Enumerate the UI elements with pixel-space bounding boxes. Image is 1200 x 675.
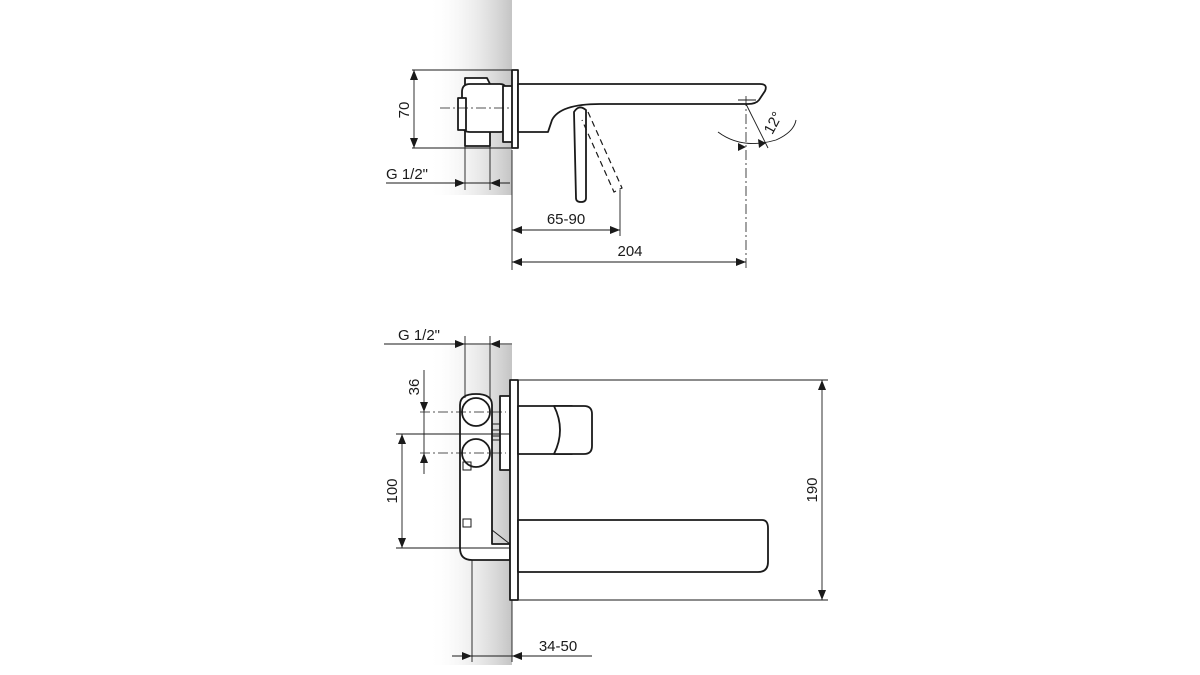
lower-dimension: 100 (384, 433, 510, 549)
reach-dimension: 204 (512, 243, 746, 266)
thread-label-front: G 1/2" (398, 327, 440, 344)
spacing-dimension: 36 (406, 370, 428, 474)
overall-height-dimension: 190 (518, 379, 828, 601)
lower-label: 100 (384, 478, 401, 503)
spout (517, 83, 767, 133)
overall-height-label: 190 (804, 477, 821, 502)
thread-dimension: G 1/2" (386, 146, 510, 190)
front-view: G 1/2" 36 100 190 (384, 327, 828, 665)
lever-handle (573, 106, 587, 203)
reach-label: 204 (617, 243, 642, 260)
depth-dimension: 65-90 (511, 150, 621, 270)
concealed-valve (459, 393, 511, 561)
depth-dimension-front: 34-50 (452, 560, 592, 662)
handle-knob (553, 405, 593, 455)
height-label: 70 (396, 102, 413, 119)
depth-label-front: 34-50 (539, 638, 577, 655)
spout-front (517, 519, 769, 573)
lever-open-position (581, 111, 623, 193)
concealed-body (457, 77, 514, 147)
spacing-label: 36 (406, 379, 423, 396)
angle-label: 12° (761, 109, 787, 137)
thread-dimension-front: G 1/2" (384, 327, 512, 398)
depth-label: 65-90 (547, 211, 585, 228)
angle-dimension: 12° (717, 103, 797, 151)
wall-plate-front (509, 379, 519, 601)
height-dimension: 70 (396, 69, 512, 149)
side-view: 12° 70 G 1/2" 65-90 (386, 0, 797, 270)
thread-label: G 1/2" (386, 166, 428, 183)
